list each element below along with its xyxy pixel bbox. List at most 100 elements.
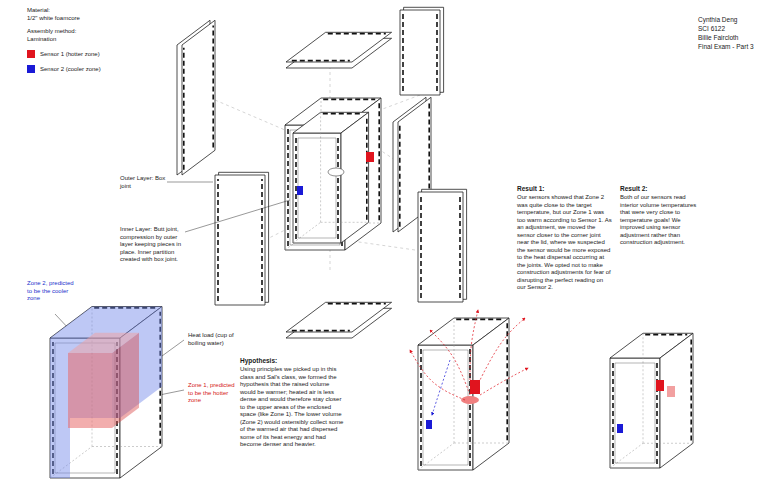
hidden-edge: [92, 446, 162, 447]
side-face: [341, 112, 369, 243]
note-text: SCI 6122: [698, 25, 725, 33]
box-joint: [456, 319, 503, 321]
note-text: Zone 2, predicted to be the cooler zone: [27, 280, 77, 303]
section-heading: Result 1:: [517, 185, 544, 193]
cool-flow-arrow: [432, 360, 450, 415]
guide-line: [330, 250, 331, 270]
hidden-edge: [418, 443, 454, 470]
note-text: Heat load (cup of boiling water): [188, 332, 240, 347]
heat-cup: [328, 168, 344, 176]
note-text: Cynthia Deng: [698, 16, 737, 24]
front-face: [293, 133, 341, 243]
side-panel: [182, 20, 215, 175]
zone-1-shade: [68, 333, 139, 353]
zone-model: [50, 307, 162, 479]
front-panel: [400, 10, 440, 95]
inner-layer: [298, 138, 336, 238]
box-joint: [420, 349, 422, 466]
box-joint: [656, 362, 658, 464]
front-panel: [418, 192, 463, 302]
box-joint: [261, 179, 263, 301]
note-text: Our sensors showed that Zone 2 was quite…: [517, 194, 612, 292]
note-text: Inner Layer: Butt joint, compression by …: [120, 226, 182, 264]
section-heading: Hypothesis:: [240, 357, 277, 365]
box-joint: [402, 14, 404, 91]
note-text: Billie Faircloth: [698, 34, 738, 42]
front-face: [418, 345, 473, 470]
legend-text: Sensor 1 (hotter zone): [40, 51, 100, 57]
heat-flow-arrow: [410, 350, 465, 400]
hidden-edge: [454, 318, 455, 443]
legend-item: Sensor 2 (cooler zone): [27, 65, 101, 73]
box-joint: [378, 103, 380, 220]
drawing: [50, 7, 693, 478]
box-joint: [436, 14, 438, 91]
legend-swatch: [27, 50, 35, 58]
box-joint: [323, 113, 363, 115]
leader-line: [185, 200, 290, 232]
hidden-edge: [321, 222, 369, 223]
box-joint: [459, 196, 461, 298]
box-joint: [690, 339, 692, 441]
lid-panel: [286, 32, 392, 62]
box-joint: [212, 26, 214, 148]
inner-layer: [290, 130, 340, 245]
box-joint: [323, 99, 375, 101]
heat-cup: [461, 396, 479, 404]
hidden-edge: [643, 333, 644, 443]
lid-panel: [286, 302, 392, 332]
sensor-1: [470, 380, 480, 394]
box-joint: [399, 125, 401, 227]
note-text: Using principles we picked up in this cl…: [240, 366, 344, 449]
sensor-1-previous: [667, 386, 675, 397]
box-joint: [287, 129, 289, 246]
zone-1-shade: [68, 353, 112, 428]
front-face: [610, 358, 660, 468]
hidden-edge: [293, 222, 321, 243]
sensor-2: [426, 420, 432, 429]
note-text: Zone 1, predicted to be the hotter zone: [188, 382, 240, 405]
leader-line: [167, 182, 213, 183]
hidden-edge: [320, 112, 321, 222]
zone-2-shade: [50, 418, 70, 478]
box-joint: [295, 137, 297, 239]
front-face: [285, 125, 345, 250]
legend-swatch: [27, 65, 35, 73]
sensor-1: [366, 152, 374, 162]
box-joint: [217, 179, 219, 301]
box-joint: [337, 137, 339, 239]
box-joint: [366, 118, 368, 220]
guide-line: [215, 100, 285, 130]
note-text: Final Exam - Part 3: [698, 43, 754, 51]
sensor-1: [656, 380, 664, 391]
section-heading: Result 2:: [620, 185, 647, 193]
note-text: Lamination: [27, 36, 56, 44]
result-1-model: [410, 310, 528, 470]
hidden-edge: [454, 443, 509, 444]
sensor-2: [617, 424, 623, 433]
box-joint: [292, 60, 350, 62]
sensor-2: [297, 186, 303, 195]
heat-flow-arrow: [430, 330, 470, 395]
hidden-edge: [643, 443, 693, 444]
inner-layer: [423, 350, 468, 465]
heat-flow-arrow: [475, 318, 525, 390]
box-joint: [183, 48, 185, 170]
box-joint: [328, 33, 386, 35]
box-joint: [328, 303, 386, 305]
note-text: Material:: [27, 7, 50, 15]
exploded-assembly: [177, 7, 467, 338]
note-text: Both of our sensors read interior volume…: [620, 194, 702, 247]
front-panel: [215, 175, 265, 305]
heat-flow-arrow: [470, 310, 478, 380]
legend-text: Sensor 2 (cooler zone): [40, 66, 101, 72]
box-joint: [506, 323, 508, 440]
box-joint: [645, 334, 687, 336]
legend-item: Sensor 1 (hotter zone): [27, 50, 100, 58]
inner-layer: [615, 363, 655, 463]
box-joint: [292, 330, 350, 332]
note-text: Outer Layer: Box joint: [120, 175, 166, 190]
side-face: [660, 333, 693, 468]
